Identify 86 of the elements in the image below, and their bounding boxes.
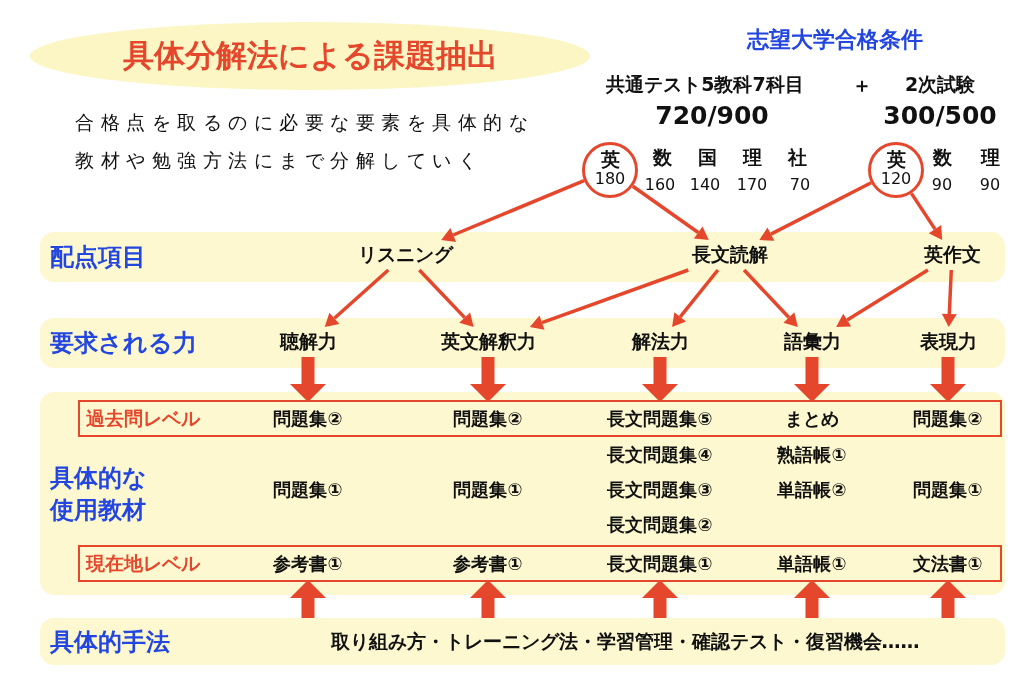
material-label: 長文問題集② xyxy=(607,513,713,537)
material-label: 長文問題集① xyxy=(605,547,715,580)
subject-name: 英 xyxy=(600,148,620,170)
material-label: まとめ xyxy=(783,402,841,435)
block-arrow xyxy=(470,580,506,618)
exam-name: 共通テスト5教科7科目 xyxy=(606,72,804,97)
score: 120 xyxy=(880,170,912,188)
exam-name: 2次試験 xyxy=(904,72,976,97)
band-heading: 要求される力 xyxy=(50,328,197,359)
method-list: 取り組み方・トレーニング法・学習管理・確認テスト・復習機会…… xyxy=(330,628,920,655)
block-arrow xyxy=(794,580,830,618)
subject-circle xyxy=(868,142,924,198)
item-label: 英作文 xyxy=(919,240,985,270)
material-label: 問題集② xyxy=(911,402,985,435)
arrow xyxy=(836,268,929,327)
category-band xyxy=(40,618,1005,665)
band-heading: 具体的手法 xyxy=(50,626,170,658)
arrow xyxy=(418,268,474,327)
subject-name: 理 xyxy=(742,145,762,170)
plus-sign: ＋ xyxy=(852,71,872,99)
category-band xyxy=(40,318,1005,368)
material-label: 問題集① xyxy=(913,478,983,502)
score-total: 300/500 xyxy=(883,100,997,130)
material-label: 単語帳① xyxy=(775,547,849,580)
material-label: 問題集① xyxy=(273,478,343,502)
score: 170 xyxy=(736,174,768,194)
arrow xyxy=(759,181,872,241)
level-heading: 現在地レベル xyxy=(86,550,200,576)
material-label: 問題集① xyxy=(453,478,523,502)
subject-name: 国 xyxy=(697,145,717,170)
arrow xyxy=(941,269,957,327)
material-label: 単語帳② xyxy=(777,478,847,502)
subject-name: 英 xyxy=(886,148,906,170)
arrow xyxy=(909,192,943,240)
score-total: 720/900 xyxy=(655,100,769,130)
level-row xyxy=(78,545,1002,582)
item-label: 英文解釈力 xyxy=(436,327,540,357)
block-arrow xyxy=(290,357,326,402)
block-arrow xyxy=(470,357,506,402)
block-arrow xyxy=(642,357,678,402)
block-arrow xyxy=(930,580,966,618)
item-label: 長文読解 xyxy=(688,240,772,270)
material-label: 長文問題集⑤ xyxy=(605,402,715,435)
item-label: 聴解力 xyxy=(275,327,341,357)
material-label: 長文問題集④ xyxy=(607,443,713,467)
block-arrow xyxy=(290,580,326,618)
material-label: 文法書① xyxy=(911,547,985,580)
material-label: 長文問題集③ xyxy=(607,478,713,502)
score: 140 xyxy=(689,174,721,194)
heading: 志望大学合格条件 xyxy=(747,26,923,54)
score: 180 xyxy=(594,170,626,188)
item-label: リスニング xyxy=(353,240,457,270)
band-heading: 具体的な使用教材 xyxy=(50,462,148,526)
arrow xyxy=(441,179,585,242)
item-label: 解法力 xyxy=(627,327,693,357)
material-label: 参考書① xyxy=(271,547,345,580)
title-banner: 具体分解法による課題抽出 xyxy=(30,22,590,90)
block-arrow xyxy=(794,357,830,402)
subject-name: 数 xyxy=(652,145,672,170)
level-heading: 過去問レベル xyxy=(86,405,200,431)
block-arrow xyxy=(642,580,678,618)
item-label: 語彙力 xyxy=(779,327,845,357)
arrow xyxy=(529,268,689,330)
score: 160 xyxy=(644,174,676,194)
material-label: 問題集② xyxy=(271,402,345,435)
subject-circle xyxy=(582,142,638,198)
score: 70 xyxy=(789,174,811,194)
category-band xyxy=(40,392,1005,595)
material-label: 参考書① xyxy=(451,547,525,580)
arrow xyxy=(742,268,798,327)
score: 90 xyxy=(931,174,953,194)
arrow xyxy=(672,268,720,328)
subject-name: 数 xyxy=(932,145,952,170)
score: 90 xyxy=(979,174,1001,194)
band-heading: 配点項目 xyxy=(50,242,146,273)
description: 合格点を取るのに必要な要素を具体的な教材や勉強方法にまで分解していく xyxy=(75,110,535,173)
subject-name: 社 xyxy=(787,145,807,170)
level-row xyxy=(78,400,1002,437)
item-label: 表現力 xyxy=(915,327,981,357)
material-label: 問題集② xyxy=(451,402,525,435)
material-label: 熟語帳① xyxy=(777,443,847,467)
category-band xyxy=(40,232,1005,282)
arrow xyxy=(631,184,709,240)
arrow xyxy=(324,268,390,327)
block-arrow xyxy=(930,357,966,402)
subject-name: 理 xyxy=(980,145,1000,170)
